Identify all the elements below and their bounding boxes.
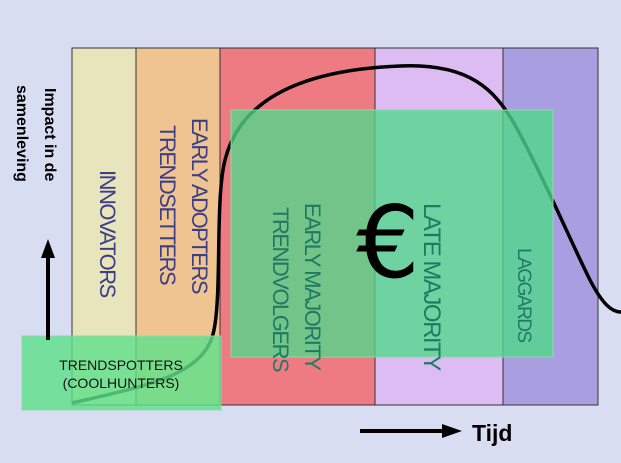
x-axis-label: Tijd (472, 420, 512, 446)
money-overlay (230, 109, 554, 358)
adoption-curve (71, 64, 621, 405)
label-innovators: INNOVATORS (95, 170, 120, 298)
label-trendvolgers: TRENDVOLGERS (268, 207, 293, 372)
trendspotters-box (21, 335, 222, 411)
label-late-majority: LATE MAJORITY (418, 203, 445, 371)
y-axis-label-line1: Impact in de (41, 88, 58, 181)
y-axis-label-line2: samenleving (13, 85, 30, 182)
trendspotters-label: TRENDSPOTTERS (59, 357, 183, 373)
y-axis-arrow-icon (41, 239, 55, 340)
label-trendsetters: TRENDSETTERS (155, 125, 180, 285)
label-early-majority: EARLY MAJORITY (300, 203, 325, 371)
x-axis-arrow-icon (360, 424, 462, 438)
euro-icon: € (356, 184, 420, 301)
label-laggards: LAGGARDS (513, 248, 534, 342)
label-early-adopters: EARLY ADOPTERS (187, 118, 212, 294)
coolhunters-label: (COOLHUNTERS) (63, 375, 180, 391)
